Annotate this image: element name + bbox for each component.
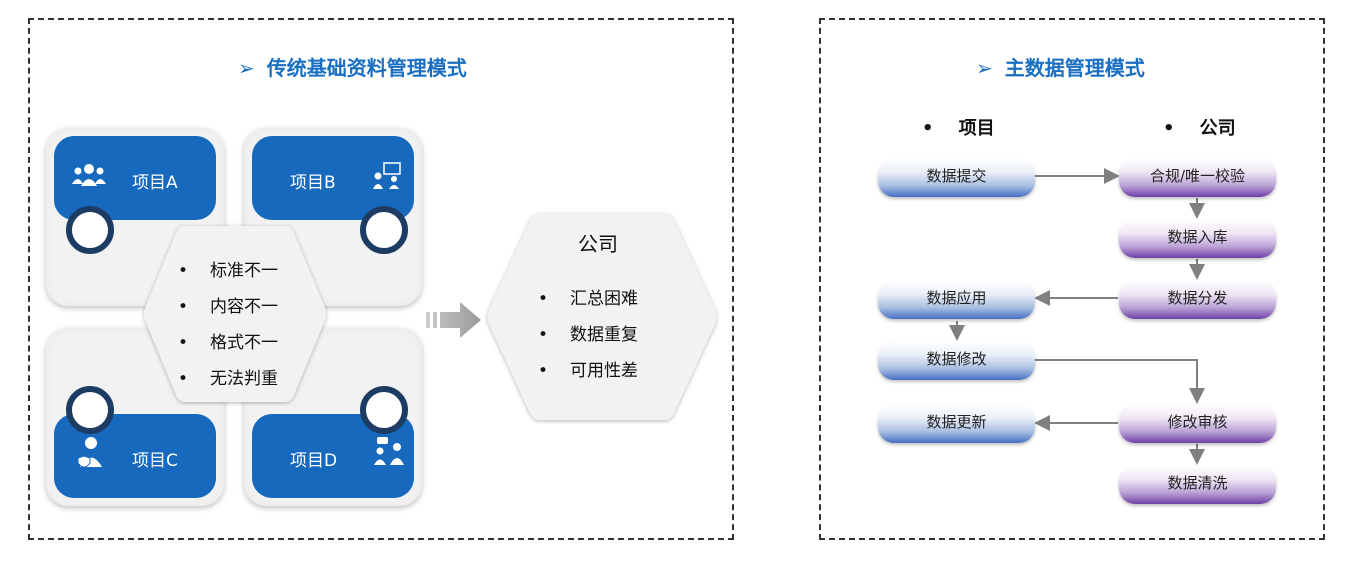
chat-users-icon: [372, 436, 406, 471]
issue-item: 标准不一: [176, 253, 278, 289]
connector-ring-d: [360, 386, 408, 434]
company-issues-list: 汇总困难 数据重复 可用性差: [536, 281, 638, 389]
issue-item: 格式不一: [176, 325, 278, 361]
project-a-header: 项目A: [54, 136, 216, 220]
project-c-label: 项目C: [132, 451, 178, 471]
project-column-label: 项目: [958, 118, 995, 139]
user-shield-icon: [76, 436, 104, 473]
step-data-distribute: 数据分发: [1119, 281, 1276, 319]
company-column-header: • 公司: [1163, 118, 1236, 139]
project-column-header: • 项目: [922, 118, 995, 139]
issue-item: 内容不一: [176, 289, 278, 325]
project-a-label: 项目A: [132, 173, 178, 193]
master-data-model-panel: [819, 18, 1325, 540]
step-data-apply: 数据应用: [878, 281, 1035, 319]
connector-ring-a: [66, 206, 114, 254]
step-modify-review: 修改审核: [1119, 405, 1276, 443]
arrow-bullet-icon: ➢: [976, 56, 993, 80]
issue-item: 无法判重: [176, 361, 278, 397]
master-data-title-text: 主数据管理模式: [1004, 56, 1145, 80]
company-title: 公司: [578, 232, 618, 256]
step-data-store: 数据入库: [1119, 220, 1276, 258]
company-issue-item: 汇总困难: [536, 281, 638, 317]
company-column-label: 公司: [1199, 118, 1236, 139]
step-data-submit: 数据提交: [878, 159, 1035, 197]
step-data-cleanse: 数据清洗: [1119, 466, 1276, 504]
step-data-modify: 数据修改: [878, 342, 1035, 380]
step-data-update: 数据更新: [878, 405, 1035, 443]
connector-ring-b: [360, 206, 408, 254]
project-b-label: 项目B: [290, 173, 336, 193]
traditional-model-title: ➢ 传统基础资料管理模式: [238, 52, 467, 81]
project-d-label: 项目D: [290, 451, 338, 471]
step-compliance-validate: 合规/唯一校验: [1119, 159, 1276, 197]
traditional-model-title-text: 传统基础资料管理模式: [266, 56, 467, 80]
block-arrow-icon: [426, 302, 481, 338]
traditional-model-panel: [28, 18, 734, 540]
issues-list: 标准不一 内容不一 格式不一 无法判重: [176, 253, 278, 397]
company-issue-item: 数据重复: [536, 317, 638, 353]
connector-ring-c: [66, 386, 114, 434]
master-data-title: ➢ 主数据管理模式: [976, 52, 1145, 81]
team-icon: [72, 162, 106, 193]
presentation-icon: [372, 162, 404, 195]
company-issue-item: 可用性差: [536, 353, 638, 389]
arrow-bullet-icon: ➢: [238, 56, 255, 80]
arrow-modify-to-review: [1035, 359, 1205, 404]
